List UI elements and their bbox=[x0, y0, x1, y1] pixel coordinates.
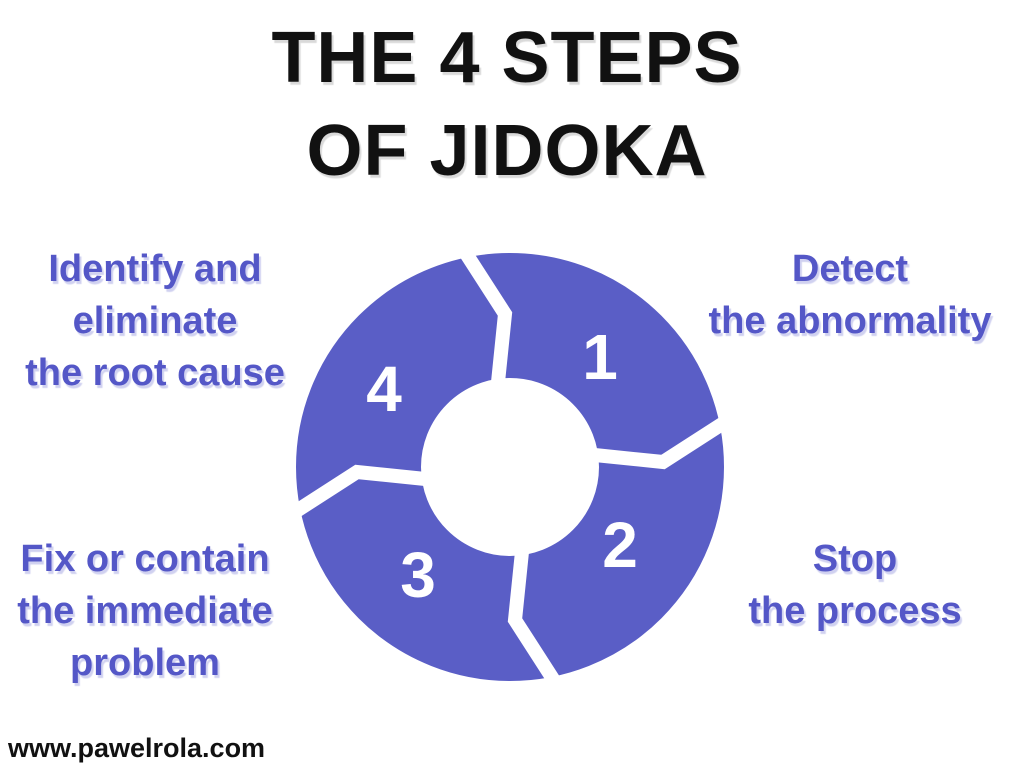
step-3-label: Fix or contain the immediate problem bbox=[0, 533, 290, 689]
step-4-label-line: Identify and bbox=[48, 248, 262, 290]
step-2-label: Stop the process bbox=[705, 533, 1005, 637]
step-3-label-line: Fix or contain bbox=[20, 538, 270, 580]
step-number-2: 2 bbox=[602, 509, 638, 581]
step-2-label-line: the process bbox=[748, 590, 962, 632]
page-title-line-2: OF JIDOKA bbox=[306, 111, 708, 191]
step-1-label-line: Detect bbox=[791, 248, 909, 290]
step-number-1: 1 bbox=[582, 321, 618, 393]
cycle-diagram: 1 2 3 4 bbox=[270, 237, 750, 705]
website-url: www.pawelrola.com bbox=[8, 733, 266, 763]
segment-divider-icon bbox=[452, 237, 513, 393]
step-1-label-line: the abnormality bbox=[708, 300, 992, 342]
step-number-3: 3 bbox=[400, 539, 436, 611]
page-title: THE 4 STEPS OF JIDOKA bbox=[0, 12, 1014, 198]
step-1-label: Detect the abnormality bbox=[695, 243, 1005, 347]
step-3-label-line: the immediate bbox=[17, 590, 273, 632]
page-title-line-1: THE 4 STEPS bbox=[271, 18, 743, 98]
step-number-4: 4 bbox=[366, 353, 402, 425]
step-2-label-line: Stop bbox=[812, 538, 898, 580]
step-4-label-line: eliminate bbox=[72, 300, 238, 342]
step-3-label-line: problem bbox=[70, 642, 220, 684]
step-4-label: Identify and eliminate the root cause bbox=[5, 243, 305, 399]
step-4-label-line: the root cause bbox=[25, 352, 285, 394]
